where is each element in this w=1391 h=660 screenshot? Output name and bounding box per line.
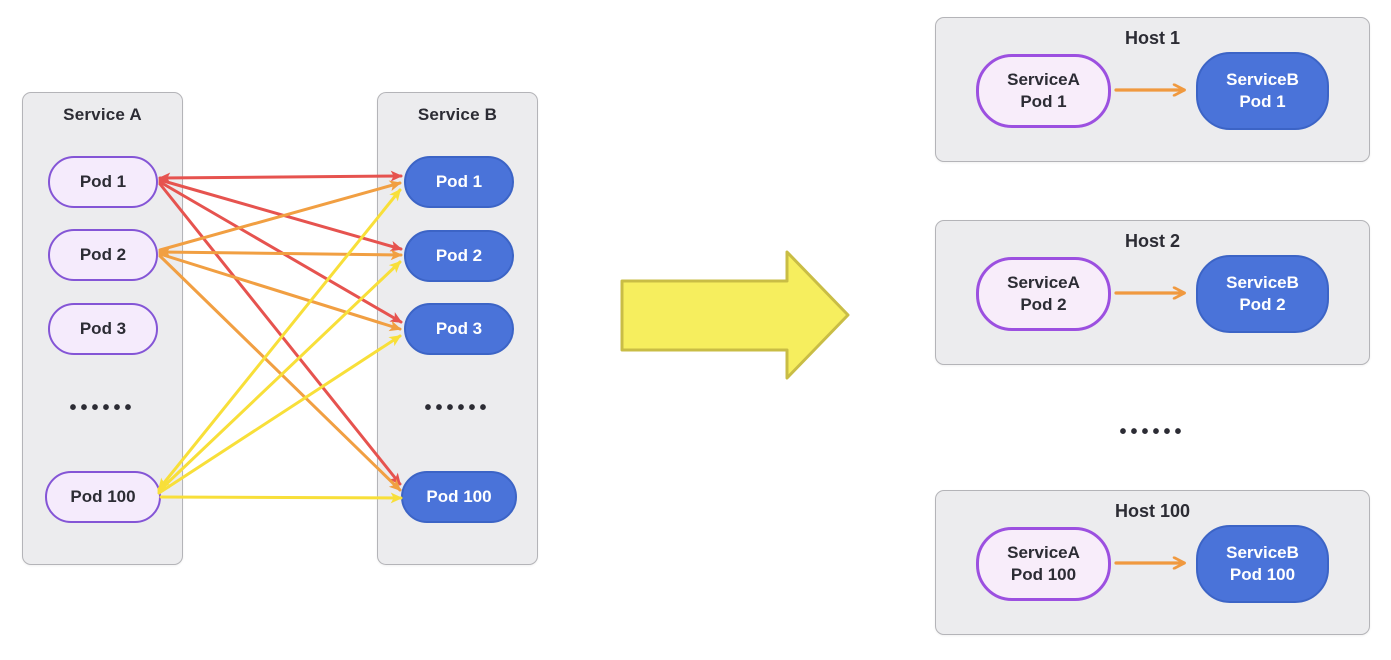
host-1-service-b-pod: ServiceB Pod 1 [1196,52,1329,130]
host-2-title: Host 2 [1124,231,1180,251]
host-2-service-b-name: ServiceB [1226,272,1299,292]
hosts-ellipsis: •••••• [1119,421,1186,443]
host-2-box: Host 2 ServiceA Pod 2 ServiceB Pod 2 [935,220,1370,365]
service-a-pod-100: Pod 100 [45,471,161,523]
transform-arrow [620,250,850,380]
host-1-service-b-pod-label: Pod 1 [1239,92,1286,111]
service-b-pod-2: Pod 2 [404,230,514,282]
service-b-title: Service B [417,105,498,124]
service-b-pod-1: Pod 1 [404,156,514,208]
service-b-box: Service B Pod 1 Pod 2 Pod 3 •••••• Pod 1… [377,92,538,565]
host-2-service-b-pod: ServiceB Pod 2 [1196,255,1329,333]
host-100-service-a-pod-label: Pod 100 [1010,565,1077,584]
host-2-service-a-pod-label: Pod 2 [1020,295,1067,314]
host-100-service-b-pod-label: Pod 100 [1229,565,1296,584]
host-100-title: Host 100 [1114,501,1191,521]
service-a-pod-1: Pod 1 [48,156,158,208]
service-a-ellipsis: •••••• [69,397,136,419]
host-2-service-a-name: ServiceA [1007,272,1080,292]
service-b-ellipsis: •••••• [424,397,491,419]
service-a-pod-2: Pod 2 [48,229,158,281]
service-a-box: Service A Pod 1 Pod 2 Pod 3 •••••• Pod 1… [22,92,183,565]
service-b-pod-100: Pod 100 [401,471,517,523]
host-100-box: Host 100 ServiceA Pod 100 ServiceB Pod 1… [935,490,1370,635]
host-100-service-a-pod: ServiceA Pod 100 [976,527,1111,601]
service-b-pod-3: Pod 3 [404,303,514,355]
mesh-arrows-pod100 [157,188,403,504]
host-1-service-a-name: ServiceA [1007,69,1080,89]
mesh-arrows-pod2 [158,180,403,492]
host-100-service-a-name: ServiceA [1007,542,1080,562]
host-2-service-b-pod-label: Pod 2 [1239,295,1286,314]
host-1-title: Host 1 [1124,28,1180,48]
host-1-service-a-pod-label: Pod 1 [1020,92,1067,111]
host-100-service-b-pod: ServiceB Pod 100 [1196,525,1329,603]
service-a-pod-3: Pod 3 [48,303,158,355]
mesh-arrows-pod1 [158,170,403,486]
host-1-service-b-name: ServiceB [1226,69,1299,89]
host-1-box: Host 1 ServiceA Pod 1 ServiceB Pod 1 [935,17,1370,162]
service-a-title: Service A [63,105,142,124]
host-2-service-a-pod: ServiceA Pod 2 [976,257,1111,331]
host-100-service-b-name: ServiceB [1226,542,1299,562]
host-1-service-a-pod: ServiceA Pod 1 [976,54,1111,128]
